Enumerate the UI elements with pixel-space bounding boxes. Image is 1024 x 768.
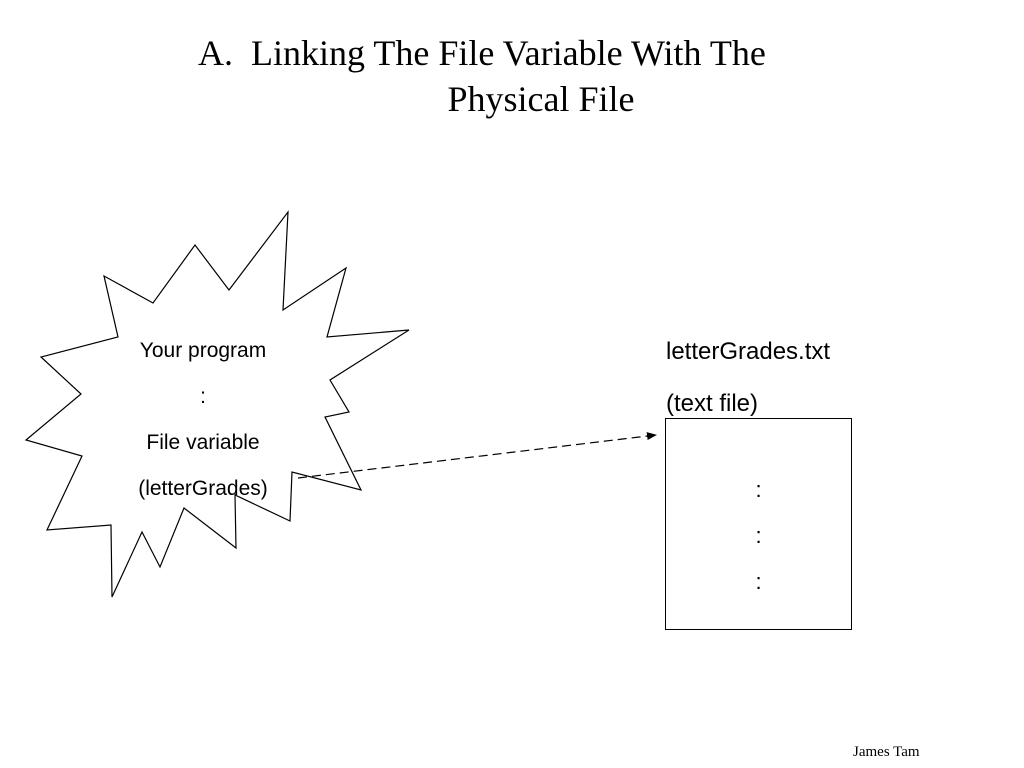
slide-title-number: A. bbox=[198, 33, 233, 73]
file-dot: : bbox=[755, 569, 762, 594]
program-label: Your program bbox=[139, 339, 267, 362]
physical-file-name: letterGrades.txt bbox=[666, 338, 831, 365]
program-separator: : bbox=[200, 385, 206, 408]
file-variable-label: File variable bbox=[146, 431, 260, 454]
slide-title-line-2: Physical File bbox=[447, 79, 635, 119]
slide-title-line-1: A. Linking The File Variable With The bbox=[150, 30, 874, 76]
physical-file-box: : : : bbox=[665, 418, 852, 630]
program-burst-text: Your program : File variable (letterGrad… bbox=[103, 328, 303, 512]
physical-file-label: letterGrades.txt (text file) bbox=[666, 326, 830, 430]
file-contents-dots: : : : bbox=[666, 467, 851, 605]
slide-title-text-1: Linking The File Variable With The bbox=[251, 33, 766, 73]
link-arrow bbox=[297, 432, 657, 479]
file-dot: : bbox=[755, 477, 762, 502]
author-footer: James Tam bbox=[853, 744, 920, 760]
file-variable-name: (letterGrades) bbox=[138, 477, 268, 500]
slide-title: A. Linking The File Variable With The Phy… bbox=[150, 30, 874, 122]
file-dot: : bbox=[755, 523, 762, 548]
program-burst-shape bbox=[24, 210, 410, 598]
physical-file-type: (text file) bbox=[666, 390, 759, 417]
